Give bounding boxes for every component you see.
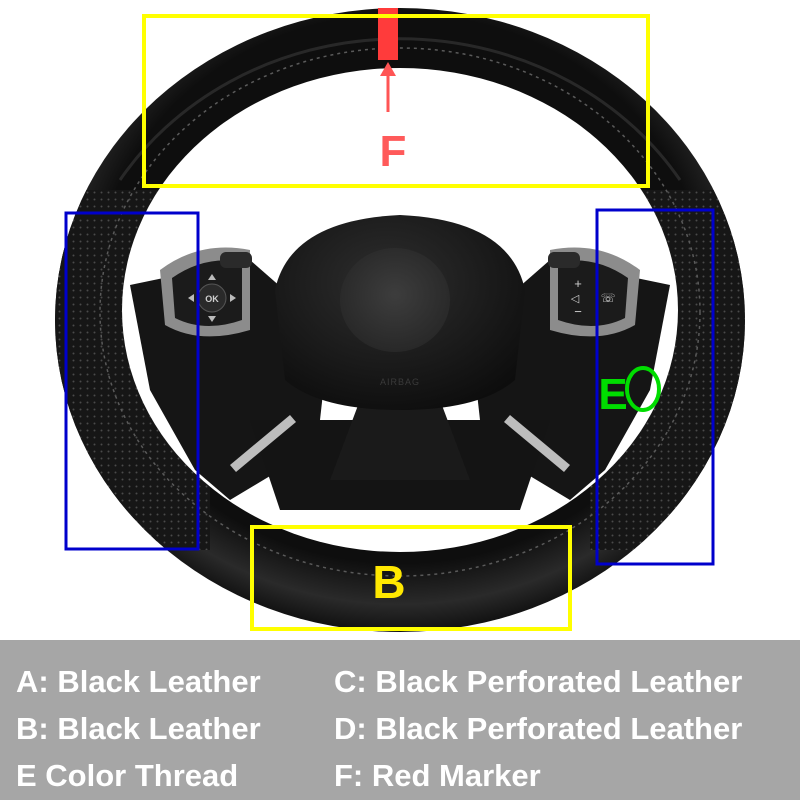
phone-icon: ☏ xyxy=(600,291,615,305)
svg-text:OK: OK xyxy=(205,294,219,304)
legend-item-f: F: Red Marker xyxy=(334,758,541,793)
stitching-line xyxy=(99,47,701,577)
legend-item-b: B: Black Leather xyxy=(16,711,261,746)
legend-item-d: D: Black Perforated Leather xyxy=(334,711,743,746)
mute-icon: ◁ xyxy=(571,293,580,305)
region-box-bottom xyxy=(250,525,572,631)
volume-up-icon: + xyxy=(574,276,582,291)
red-marker-stripe xyxy=(378,8,398,60)
volume-down-icon: − xyxy=(574,304,582,319)
right-control-buttons: + − ◁ ☏ xyxy=(548,247,640,337)
legend-panel: A: Black Leather B: Black Leather E Colo… xyxy=(0,640,800,800)
region-box-top xyxy=(142,14,650,188)
airbag-hub: AIRBAG xyxy=(275,215,525,410)
region-label-e: E xyxy=(598,370,627,419)
logo-emblem-area xyxy=(340,248,450,352)
up-arrow-icon xyxy=(208,274,216,280)
legend-item-c: C: Black Perforated Leather xyxy=(334,664,743,699)
region-label-b: B xyxy=(372,556,405,608)
legend-item-e: E Color Thread xyxy=(16,758,239,793)
down-arrow-icon xyxy=(208,316,216,322)
spoke-chrome-trim xyxy=(230,415,570,472)
region-box-left xyxy=(64,211,200,551)
region-label-f: F xyxy=(380,127,407,176)
right-arrow-icon xyxy=(230,294,236,302)
airbag-emboss: AIRBAG xyxy=(380,377,420,387)
marker-arrow xyxy=(380,62,396,112)
thread-circle-indicator xyxy=(625,366,661,412)
region-box-right xyxy=(595,208,715,566)
steering-wheel-photo: OK + − ◁ ☏ AIRBAG F B E xyxy=(40,8,760,632)
left-arrow-icon xyxy=(188,294,194,302)
legend-item-a: A: Black Leather xyxy=(16,664,261,699)
